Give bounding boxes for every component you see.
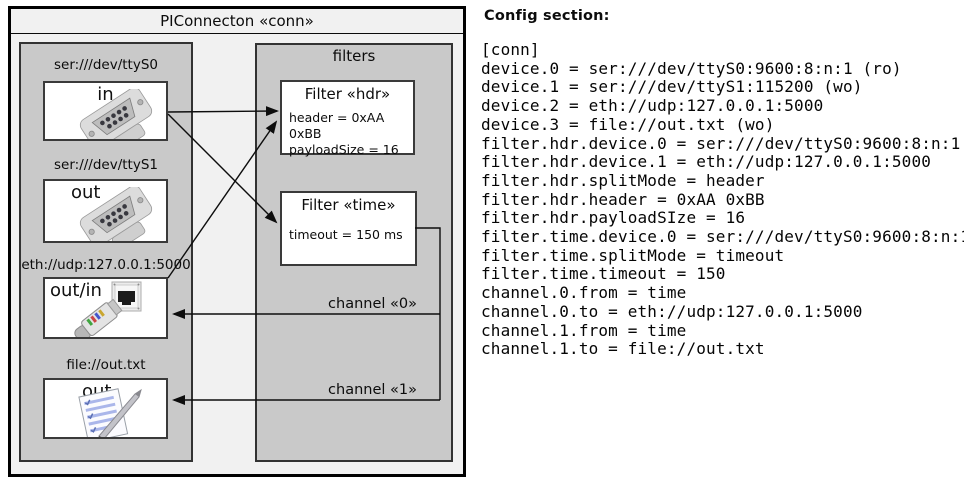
filter-time-title: Filter «time»: [301, 196, 396, 214]
config-line: device.2 = eth://udp:127.0.0.1:5000: [481, 96, 824, 116]
config-line: channel.0.from = time: [481, 283, 687, 303]
device-label-ttys0: ser:///dev/ttyS0: [54, 57, 158, 73]
ethernet-connector-icon: [74, 281, 142, 337]
filter-hdr-attr-payloadsize: payloadSize = 16: [289, 142, 399, 157]
piconnecton-diagram: PIConnecton «conn» filters ser:///dev/tt…: [8, 6, 466, 477]
port-label: out: [71, 182, 101, 203]
filters-label: filters: [332, 47, 376, 65]
config-line: filter.hdr.header = 0xAA 0xBB: [481, 189, 765, 209]
diagram-title: PIConnecton «conn»: [11, 9, 463, 34]
port-label: in: [97, 84, 114, 105]
config-line: device.0 = ser:///dev/ttyS0:9600:8:n:1 (…: [481, 58, 902, 78]
notepad-icon: [78, 388, 142, 437]
device-label-file: file://out.txt: [66, 357, 146, 373]
config-line: filter.time.device.0 = ser:///dev/ttyS0:…: [481, 227, 964, 247]
config-line: channel.1.to = file://out.txt: [481, 339, 765, 359]
filter-time-attr-timeout: timeout = 150 ms: [289, 227, 403, 242]
config-line: filter.hdr.device.0 = ser:///dev/ttyS0:9…: [481, 133, 961, 153]
channel-1-label: channel «1»: [328, 382, 417, 398]
device-label-eth: eth://udp:127.0.0.1:5000: [21, 257, 191, 273]
device-label-ttys1: ser:///dev/ttyS1: [54, 157, 158, 173]
filter-hdr-box: Filter «hdr» header = 0xAA 0xBB payloadS…: [280, 80, 415, 157]
filter-hdr-attr-header: header = 0xAA 0xBB: [289, 110, 385, 141]
device-box-file: out: [43, 378, 168, 439]
config-line: device.3 = file://out.txt (wo): [481, 114, 775, 134]
config-line: filter.hdr.splitMode = header: [481, 170, 765, 190]
device-box-ttys1: out: [43, 179, 168, 243]
config-lines: [conn]device.0 = ser:///dev/ttyS0:9600:8…: [481, 40, 964, 359]
config-line: filter.hdr.device.1 = eth://udp:127.0.0.…: [481, 152, 932, 172]
device-box-eth: out/in: [43, 277, 168, 339]
config-line: filter.hdr.payloadSIze = 16: [481, 208, 746, 228]
serial-connector-icon: [79, 187, 153, 241]
config-section-heading: Config section:: [484, 8, 610, 24]
device-box-ttys0: in: [43, 81, 168, 141]
config-line: channel.0.to = eth://udp:127.0.0.1:5000: [481, 301, 863, 321]
channel-0-label: channel «0»: [328, 296, 417, 312]
config-line: device.1 = ser:///dev/ttyS1:115200 (wo): [481, 77, 863, 97]
filter-time-box: Filter «time» timeout = 150 ms: [280, 191, 417, 266]
filter-hdr-title: Filter «hdr»: [304, 85, 391, 103]
config-line: filter.time.timeout = 150: [481, 264, 726, 284]
config-line: [conn]: [481, 40, 540, 59]
config-line: filter.time.splitMode = timeout: [481, 245, 785, 265]
config-line: channel.1.from = time: [481, 320, 687, 340]
port-label: out/in: [50, 280, 102, 301]
serial-connector-icon: [79, 89, 153, 139]
